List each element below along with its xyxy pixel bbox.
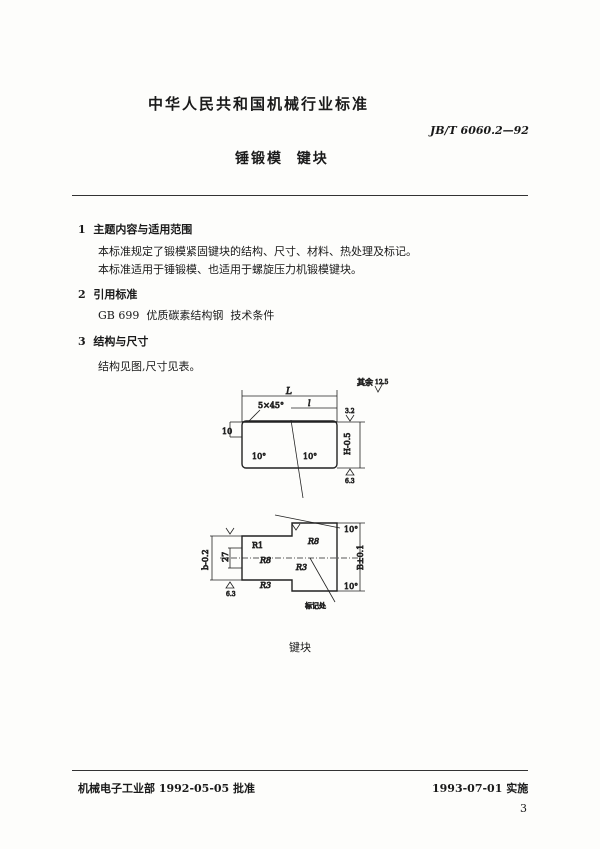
svg-text:6.3: 6.3	[345, 478, 355, 485]
svg-text:R8: R8	[307, 537, 319, 546]
svg-text:R8: R8	[259, 556, 271, 565]
page-number: 3	[520, 802, 527, 815]
standard-number: JB/T 6060.2—92	[430, 124, 529, 137]
header-divider	[72, 195, 528, 196]
key-block-drawing: 其余 12.5 L l 5×45° 10 10° 10° H-0.5 3.2 6…	[201, 377, 389, 611]
section-heading: 1 主题内容与适用范围	[78, 223, 193, 236]
svg-text:6.3: 6.3	[226, 591, 236, 598]
footer-divider	[72, 770, 528, 771]
figure-caption: 键块	[289, 641, 311, 654]
svg-text:12.5: 12.5	[375, 379, 389, 386]
svg-text:R1: R1	[252, 541, 263, 550]
issuer-approval: 机械电子工业部 1992-05-05 批准	[78, 782, 256, 795]
paragraph: GB 699 优质碳素结构钢 技术条件	[98, 309, 275, 322]
svg-text:H-0.5: H-0.5	[343, 433, 352, 455]
svg-text:b-0.2: b-0.2	[201, 549, 210, 570]
effective-date: 1993-07-01 实施	[432, 782, 529, 795]
svg-text:R3: R3	[295, 563, 307, 572]
svg-text:标记处: 标记处	[305, 601, 326, 610]
svg-text:10°: 10°	[344, 582, 358, 591]
svg-text:10: 10	[222, 427, 232, 436]
svg-text:R3: R3	[259, 581, 271, 590]
svg-text:其余: 其余	[357, 377, 373, 387]
paragraph: 本标准适用于锤锻模、也适用于螺旋压力机锻模键块。	[98, 263, 362, 276]
svg-text:B±0.1: B±0.1	[356, 545, 365, 570]
section-heading: 3 结构与尺寸	[78, 335, 149, 348]
svg-text:27: 27	[221, 552, 230, 562]
section-heading: 2 引用标准	[78, 288, 138, 301]
svg-text:l: l	[308, 399, 311, 408]
svg-text:L: L	[285, 387, 292, 397]
svg-text:10°: 10°	[252, 452, 266, 461]
paragraph: 本标准规定了锻模紧固键块的结构、尺寸、材料、热处理及标记。	[98, 245, 417, 258]
paragraph: 结构见图,尺寸见表。	[98, 360, 201, 373]
svg-text:10°: 10°	[344, 525, 358, 534]
document-title: 锤锻模 键块	[235, 151, 329, 167]
svg-text:5×45°: 5×45°	[258, 401, 284, 410]
svg-text:10°: 10°	[303, 452, 317, 461]
organization-title: 中华人民共和国机械行业标准	[148, 95, 370, 113]
svg-text:3.2: 3.2	[345, 408, 355, 415]
